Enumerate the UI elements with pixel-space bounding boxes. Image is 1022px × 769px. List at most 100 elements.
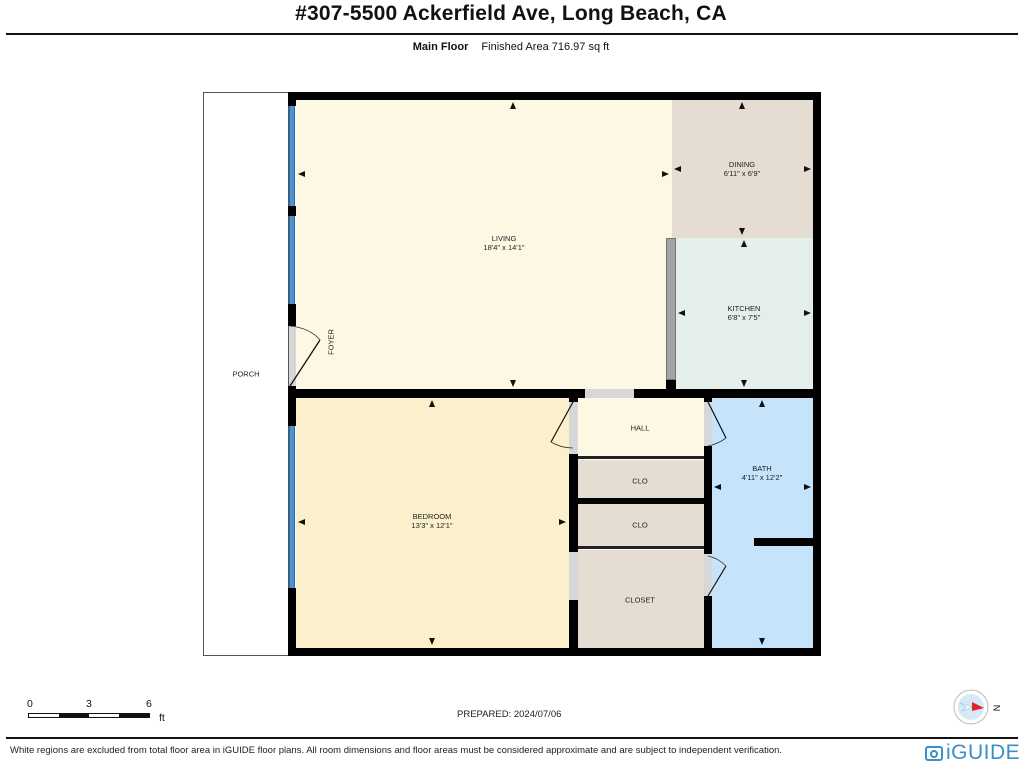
kitchen-label: KITCHEN 6'8" x 7'5" [728, 304, 761, 322]
hall-opening [585, 389, 634, 398]
foyer-label: FOYER [326, 329, 336, 355]
closet-label: CLOSET [624, 595, 656, 605]
wall-bath-left-2 [704, 446, 712, 554]
dim-arrow-icon [429, 400, 435, 407]
scale-unit: ft [159, 712, 165, 724]
room-bedroom [296, 398, 569, 648]
bedroom-dims: 13'3" x 12'1" [411, 521, 453, 530]
dim-arrow-icon [741, 240, 747, 247]
front-door-swing [289, 325, 321, 387]
room-porch [203, 92, 289, 656]
dining-label: DINING 6'11" x 6'9" [724, 160, 760, 178]
floor-summary: Main Floor Finished Area 716.97 sq ft [0, 41, 1022, 53]
disclaimer: White regions are excluded from total fl… [10, 745, 783, 756]
window-2 [289, 216, 295, 304]
dim-arrow-icon [559, 519, 566, 525]
window-1 [289, 106, 295, 206]
dim-arrow-icon [510, 102, 516, 109]
brand-name: iGUIDE [946, 741, 1021, 764]
room-clo-2 [578, 504, 704, 546]
wall-left-1 [288, 92, 296, 106]
dim-arrow-icon [759, 638, 765, 645]
kitchen-dims: 6'8" x 7'5" [727, 313, 761, 322]
bath-partition [754, 538, 813, 546]
wall-mid-1 [288, 389, 585, 398]
dim-arrow-icon [662, 171, 669, 177]
wall-left-4 [288, 386, 296, 426]
bath-dims: 4'11" x 12'2" [741, 473, 783, 482]
clo-1-label: CLO [632, 476, 648, 486]
dim-arrow-icon [510, 380, 516, 387]
wall-left-2 [288, 206, 296, 216]
dim-arrow-icon [429, 638, 435, 645]
bedroom-name: BEDROOM [412, 512, 452, 521]
room-hall [578, 398, 704, 456]
dining-name: DINING [728, 160, 756, 169]
room-kitchen [676, 238, 813, 390]
front-door-opening [289, 326, 296, 386]
header-divider [6, 33, 1018, 35]
clo-divider-3 [578, 546, 704, 549]
bath-door-opening [704, 402, 712, 446]
wall-mid-2 [634, 389, 813, 398]
kitchen-counter [666, 238, 676, 380]
dim-arrow-icon [298, 171, 305, 177]
room-living [296, 100, 672, 390]
closet-opening-left [569, 552, 578, 600]
room-dining [672, 100, 813, 238]
dining-dims: 6'11" x 6'9" [723, 169, 761, 178]
wall-bedroom-right-1 [569, 398, 578, 402]
compass-icon: N [952, 688, 1001, 728]
dim-arrow-icon [739, 228, 745, 235]
bath-door-swing [707, 401, 727, 447]
iguide-logo-icon [925, 746, 943, 761]
closet-door-opening [704, 554, 712, 596]
dim-arrow-icon [759, 400, 765, 407]
prepared-date: PREPARED: 2024/07/06 [457, 709, 562, 720]
dim-arrow-icon [674, 166, 681, 172]
dim-arrow-icon [741, 380, 747, 387]
room-closet [578, 550, 704, 648]
bedroom-door-opening [569, 402, 578, 454]
living-name: LIVING [491, 234, 517, 243]
scale-bar: 0 3 6 ft [24, 698, 174, 728]
wall-left-5 [288, 588, 296, 656]
kitchen-name: KITCHEN [727, 304, 761, 313]
bath-label: BATH 4'11" x 12'2" [742, 464, 783, 482]
bedroom-door-swing [550, 401, 574, 449]
dim-arrow-icon [678, 310, 685, 316]
window-3 [289, 426, 295, 588]
wall-left-3 [288, 304, 296, 326]
living-label: LIVING 18'4" x 14'1" [483, 234, 524, 252]
dim-arrow-icon [298, 519, 305, 525]
room-bath [712, 398, 813, 648]
clo-2-label: CLO [632, 520, 648, 530]
scale-tick-6: 6 [146, 698, 152, 710]
page-title: #307-5500 Ackerfield Ave, Long Beach, CA [295, 2, 727, 25]
footer-divider [6, 737, 1018, 739]
living-dims: 18'4" x 14'1" [483, 243, 525, 252]
bath-name: BATH [752, 464, 772, 473]
room-clo-1 [578, 460, 704, 498]
clo-divider-2 [578, 498, 704, 504]
dim-arrow-icon [804, 166, 811, 172]
dim-arrow-icon [739, 102, 745, 109]
wall-right [813, 92, 821, 656]
scale-tick-3: 3 [86, 698, 92, 710]
bedroom-label: BEDROOM 13'3" x 12'1" [411, 512, 452, 530]
brand-logo: iGUIDE [924, 741, 1020, 765]
floor-name: Main Floor [412, 41, 469, 53]
scale-tick-0: 0 [27, 698, 33, 710]
finished-area: Finished Area 716.97 sq ft [481, 41, 610, 53]
hall-label: HALL [630, 423, 650, 433]
wall-bedroom-right-3 [569, 600, 578, 656]
wall-top [288, 92, 821, 100]
kitchen-post [666, 380, 676, 390]
clo-divider-1 [578, 456, 704, 459]
wall-bath-left-3 [704, 596, 712, 656]
compass-north-label: N [991, 704, 1002, 712]
dim-arrow-icon [714, 484, 721, 490]
wall-bath-left-1 [704, 398, 712, 402]
dim-arrow-icon [804, 484, 811, 490]
